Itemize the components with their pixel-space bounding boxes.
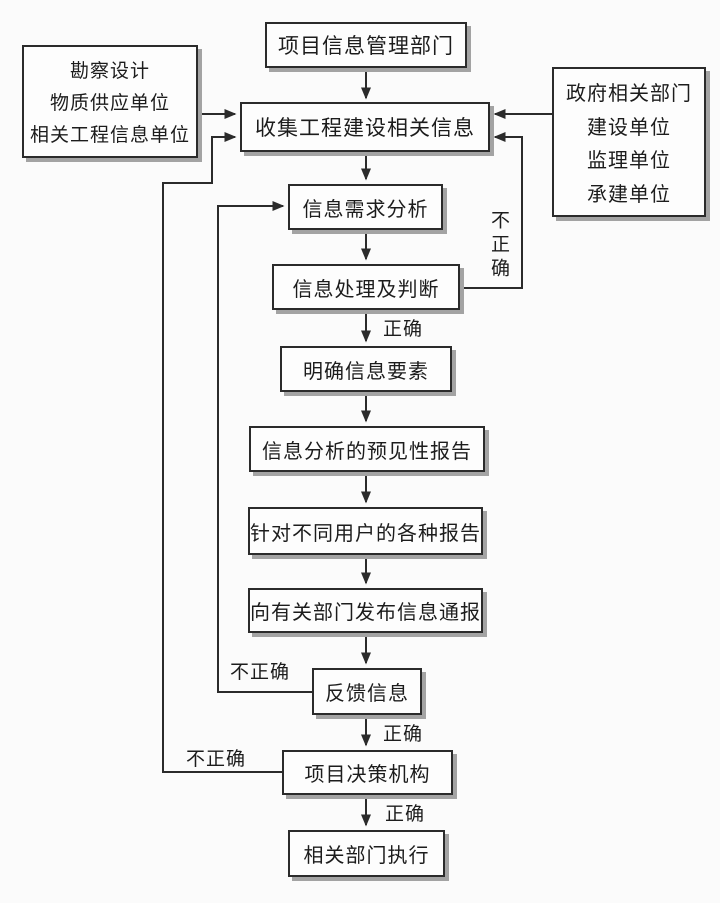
edge-label-feedback-correct: 正确 [383, 724, 424, 745]
right-source-line: 建设单位 [587, 116, 671, 139]
node-decision-body-label: 项目决策机构 [304, 764, 431, 786]
left-source-line: 勘察设计 [69, 60, 150, 82]
edge-feedback-incorrect-to-demand [217, 201, 312, 693]
node-process-judge: 信息处理及判断 [272, 264, 460, 310]
node-process-judge-label: 信息处理及判断 [292, 278, 440, 301]
node-user-reports: 针对不同用户的各种报告 [248, 507, 483, 555]
left-source-line: 相关工程信息单位 [29, 125, 190, 147]
node-decision-body: 项目决策机构 [282, 750, 453, 795]
node-left-sources: 勘察设计 物质供应单位 相关工程信息单位 [22, 45, 198, 158]
node-forecast-report-label: 信息分析的预见性报告 [262, 440, 472, 463]
node-top-department-label: 项目信息管理部门 [278, 34, 454, 58]
node-user-reports-label: 针对不同用户的各种报告 [250, 522, 481, 545]
node-demand-analysis: 信息需求分析 [288, 184, 443, 230]
node-execute-departments-label: 相关部门执行 [303, 845, 430, 867]
node-publish-bulletin: 向有关部门发布信息通报 [248, 588, 483, 633]
node-demand-analysis-label: 信息需求分析 [302, 198, 429, 221]
node-clarify-elements-label: 明确信息要素 [303, 360, 429, 383]
edge-process-incorrect-to-collect [460, 132, 523, 289]
right-source-line: 监理单位 [587, 150, 671, 173]
right-source-line: 承建单位 [587, 183, 671, 206]
node-right-sources: 政府相关部门 建设单位 监理单位 承建单位 [552, 67, 706, 217]
edge-label-decision-correct: 正确 [385, 804, 426, 825]
node-clarify-elements: 明确信息要素 [280, 346, 452, 392]
node-feedback-info-label: 反馈信息 [325, 683, 409, 705]
edge-decision-incorrect-to-collect [162, 132, 282, 773]
node-collect-info: 收集工程建设相关信息 [240, 102, 490, 152]
edge-label-process-correct: 正确 [383, 319, 424, 340]
edge-label-feedback-incorrect: 不正确 [230, 662, 291, 683]
node-execute-departments: 相关部门执行 [288, 830, 445, 877]
node-top-department: 项目信息管理部门 [265, 22, 467, 68]
edge-label-decision-incorrect: 不正确 [186, 749, 247, 770]
right-source-line: 政府相关部门 [566, 83, 692, 106]
left-source-line: 物质供应单位 [49, 92, 170, 114]
node-forecast-report: 信息分析的预见性报告 [249, 426, 485, 472]
edge-label-process-incorrect: 不正确 [488, 210, 509, 282]
node-feedback-info: 反馈信息 [312, 668, 422, 715]
node-collect-info-label: 收集工程建设相关信息 [255, 116, 475, 140]
node-publish-bulletin-label: 向有关部门发布信息通报 [250, 602, 481, 624]
